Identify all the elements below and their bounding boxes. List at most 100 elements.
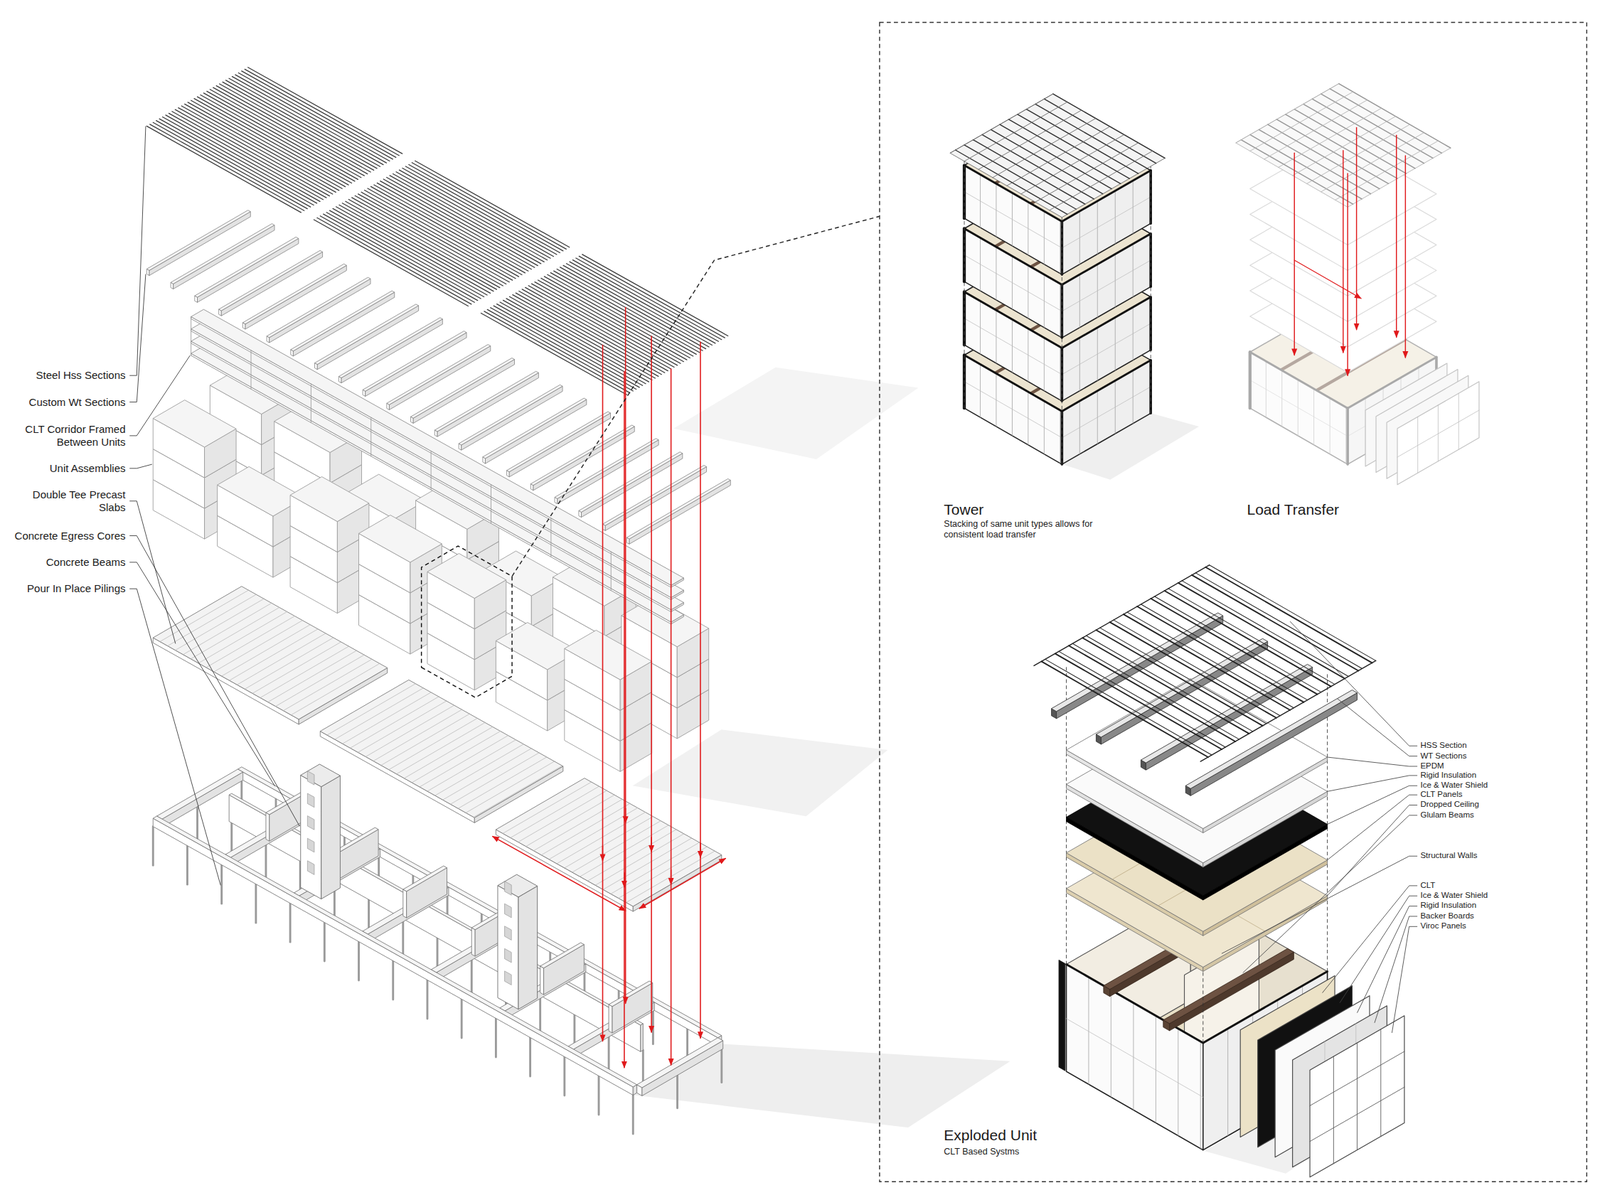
slab-joint — [556, 812, 646, 864]
load-path — [492, 307, 726, 1068]
wt-section — [194, 236, 299, 298]
detail-leader — [512, 216, 880, 576]
slab-joint — [283, 659, 372, 711]
leader-line — [1221, 856, 1418, 954]
hss-section — [194, 98, 349, 185]
piling — [220, 865, 223, 905]
corridor-slab — [191, 334, 685, 611]
hss-section — [1053, 93, 1165, 158]
concrete-wall — [334, 827, 379, 854]
highlight-outline — [421, 546, 512, 698]
egress-core — [518, 886, 538, 1010]
wall-panel — [1397, 381, 1480, 485]
wt-section — [1056, 615, 1224, 719]
corridor-post — [430, 450, 432, 490]
wt-section — [386, 344, 491, 406]
edge-panel — [1149, 297, 1152, 351]
hss-section — [1191, 575, 1359, 672]
concrete-wall — [403, 866, 448, 892]
hss-section — [323, 214, 478, 301]
leader-line — [1327, 775, 1418, 792]
span-arrow — [639, 859, 726, 909]
panel-joint — [1417, 416, 1418, 473]
corridor-post — [190, 317, 192, 357]
corridor-post — [250, 350, 252, 390]
mullion — [1110, 990, 1112, 1098]
hss-section — [361, 192, 516, 279]
callout-label: CLT Panels — [1420, 790, 1527, 800]
slab-joint — [618, 846, 708, 899]
slab-joint — [182, 603, 272, 655]
core-opening — [504, 881, 512, 896]
leader-line — [129, 125, 146, 376]
slab-joint — [334, 688, 424, 740]
unit-module — [427, 553, 507, 599]
alignment-line — [1150, 157, 1152, 414]
slab-joint — [365, 705, 455, 757]
hss-section — [345, 201, 500, 288]
hss-section — [348, 199, 503, 286]
wt-section — [964, 102, 1068, 162]
unit-module — [359, 515, 443, 563]
slab-joint — [572, 821, 662, 873]
unit-facade — [1250, 352, 1348, 465]
slab-joint — [419, 736, 509, 788]
slab-joint — [349, 696, 439, 749]
hss-section — [374, 184, 529, 271]
hss-section — [329, 210, 485, 297]
wt-section — [170, 224, 275, 285]
load-arrow — [602, 846, 604, 861]
leader-lines — [129, 125, 1418, 1033]
leader-line — [129, 355, 190, 436]
hss-section — [386, 177, 542, 264]
concrete-wall — [471, 928, 476, 957]
callout-label: Rigid Insulation — [1420, 900, 1527, 911]
concrete-wall — [612, 983, 653, 1034]
alignment-line — [964, 152, 965, 409]
hss-section — [376, 182, 532, 269]
part-label: Concrete Beams — [5, 556, 126, 569]
wt-section — [1278, 108, 1382, 168]
piling — [460, 999, 463, 1039]
hss-section — [178, 108, 333, 195]
slab-joint — [533, 799, 623, 851]
hss-section — [336, 206, 491, 294]
callout-label: Ice & Water Shield — [1420, 780, 1527, 791]
caption-text: Stacking of same unit types allows for c… — [943, 519, 1130, 541]
slab-joint — [502, 782, 592, 834]
hss-section — [1205, 567, 1372, 664]
callout-label: Backer Boards — [1420, 911, 1527, 922]
piling — [152, 827, 155, 867]
hss-section — [156, 120, 311, 207]
wt-section — [603, 465, 707, 527]
panel-title: Load Transfer — [1247, 501, 1418, 520]
hss-section — [172, 111, 327, 198]
slab-joint — [236, 633, 326, 685]
load-arrow — [1346, 173, 1348, 376]
hss-section — [209, 89, 365, 176]
leader-line — [1356, 906, 1418, 1014]
slab-joint — [411, 731, 501, 783]
hss-section — [1072, 643, 1239, 740]
hss-section — [490, 307, 637, 390]
caption-text: CLT Based Systms — [943, 1147, 1129, 1158]
load-arrow — [1342, 150, 1344, 353]
foundation — [152, 764, 723, 1135]
part-label: Pour In Place Pilings — [5, 582, 126, 596]
hss-section — [1200, 660, 1376, 762]
slab-joint — [260, 646, 350, 698]
hss-section — [174, 109, 330, 196]
wt-section — [1235, 83, 1340, 143]
hss-section — [238, 72, 393, 159]
unit-module — [290, 477, 370, 522]
piling — [426, 980, 429, 1020]
slab-joint — [564, 817, 654, 869]
epdm-membrane — [1066, 679, 1328, 830]
hss-section — [219, 83, 375, 170]
hss-section — [226, 80, 381, 167]
leader-line — [1289, 621, 1418, 746]
core-opening — [504, 971, 512, 986]
hss-section — [231, 76, 387, 163]
hss-section — [1329, 88, 1442, 153]
